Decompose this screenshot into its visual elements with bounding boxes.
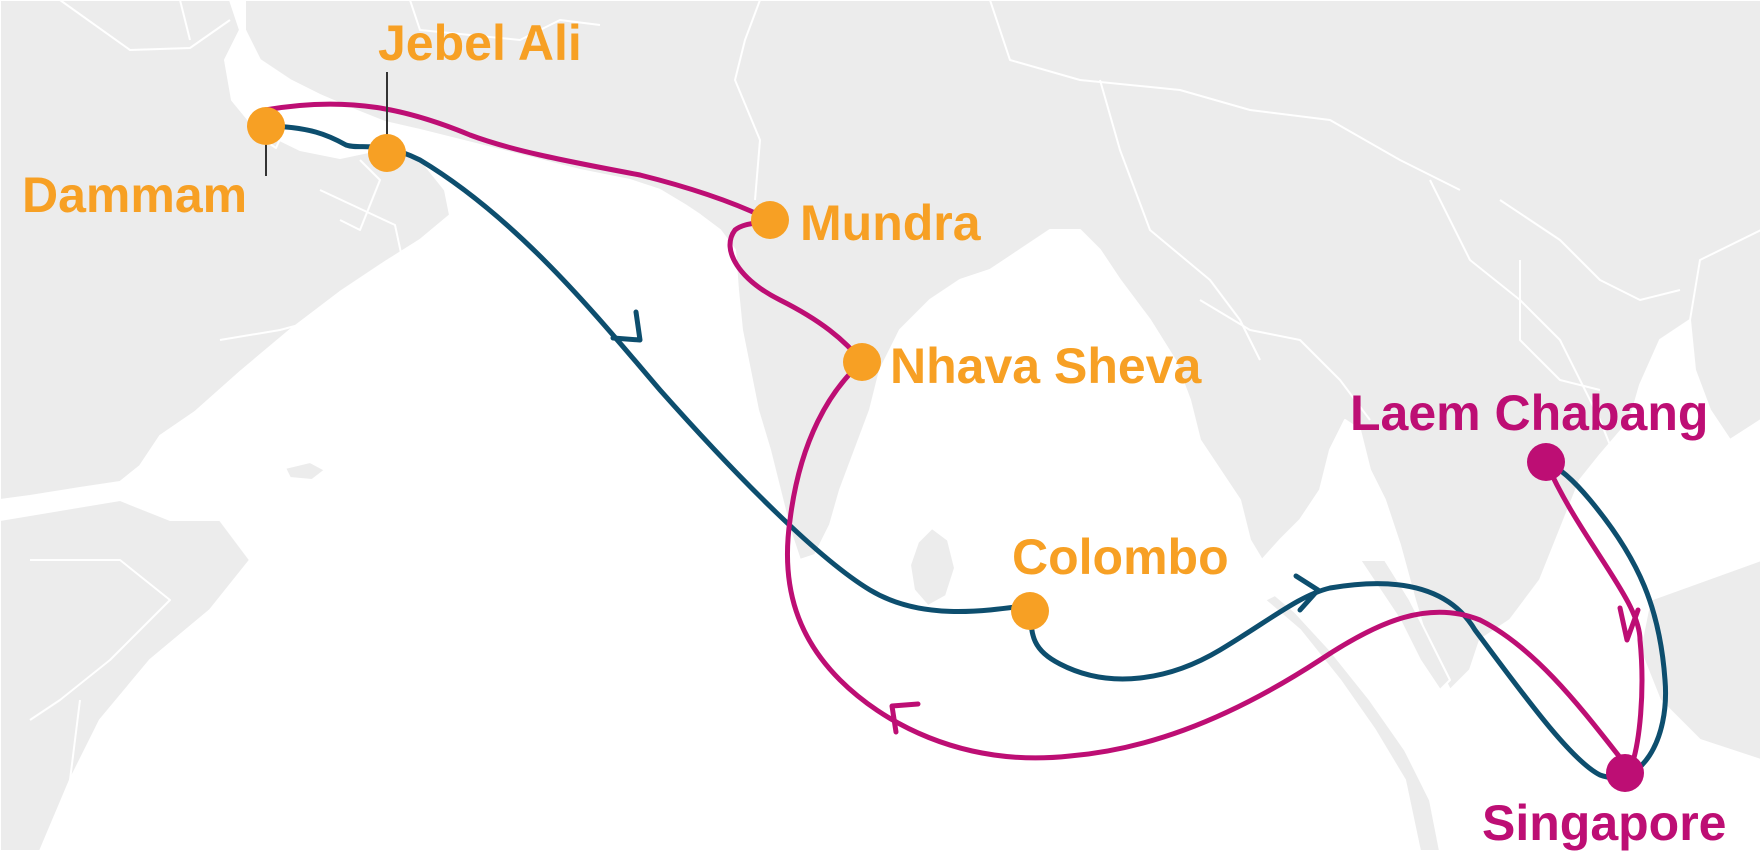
route-magenta-line bbox=[262, 101, 1645, 773]
border-line bbox=[179, 0, 191, 41]
border-line bbox=[1519, 260, 1601, 391]
jebel-ali-label: Jebel Ali bbox=[378, 15, 582, 71]
route-magenta-arrow bbox=[889, 701, 921, 735]
port-markers bbox=[247, 107, 1644, 792]
mundra-label: Mundra bbox=[800, 195, 982, 251]
route-magenta-arrow bbox=[1617, 605, 1641, 643]
socotra-landmass bbox=[284, 461, 326, 481]
route-blue-arrow bbox=[1293, 573, 1321, 613]
port-labels: Jebel Ali Dammam Mundra Nhava Sheva Colo… bbox=[22, 15, 1726, 851]
nhava-sheva-marker[interactable] bbox=[843, 343, 881, 381]
sumatra-landmass bbox=[1264, 594, 1441, 851]
route-blue-line bbox=[259, 123, 1669, 781]
border-line bbox=[1199, 299, 1371, 421]
border-line bbox=[339, 159, 381, 231]
border-line bbox=[59, 0, 231, 51]
singapore-marker[interactable] bbox=[1606, 754, 1644, 792]
mundra-marker[interactable] bbox=[751, 201, 789, 239]
arabia-landmass bbox=[0, 0, 451, 501]
nhava-sheva-label: Nhava Sheva bbox=[890, 338, 1202, 394]
border-line bbox=[219, 189, 411, 341]
jebel-ali-marker[interactable] bbox=[368, 134, 406, 172]
border-line bbox=[1499, 199, 1681, 301]
indochina-coast-landmass bbox=[1689, 229, 1761, 441]
dammam-marker[interactable] bbox=[247, 107, 285, 145]
sri-lanka-landmass bbox=[909, 527, 956, 607]
border-line bbox=[989, 0, 1461, 191]
route-blue-arrow bbox=[610, 309, 643, 343]
malay-peninsula-landmass bbox=[1359, 559, 1451, 691]
colombo-marker[interactable] bbox=[1011, 592, 1049, 630]
border-line bbox=[69, 699, 91, 851]
border-layer bbox=[29, 0, 1681, 851]
dammam-label: Dammam bbox=[22, 167, 247, 223]
border-line bbox=[734, 0, 761, 201]
routes-layer bbox=[259, 101, 1669, 781]
singapore-label: Singapore bbox=[1482, 795, 1726, 851]
laem-chabang-marker[interactable] bbox=[1527, 443, 1565, 481]
laem-chabang-label: Laem Chabang bbox=[1350, 385, 1708, 441]
border-line bbox=[1429, 179, 1621, 471]
border-line bbox=[29, 559, 171, 721]
border-line bbox=[409, 0, 601, 41]
colombo-label: Colombo bbox=[1012, 529, 1229, 585]
africa-landmass bbox=[0, 499, 251, 851]
